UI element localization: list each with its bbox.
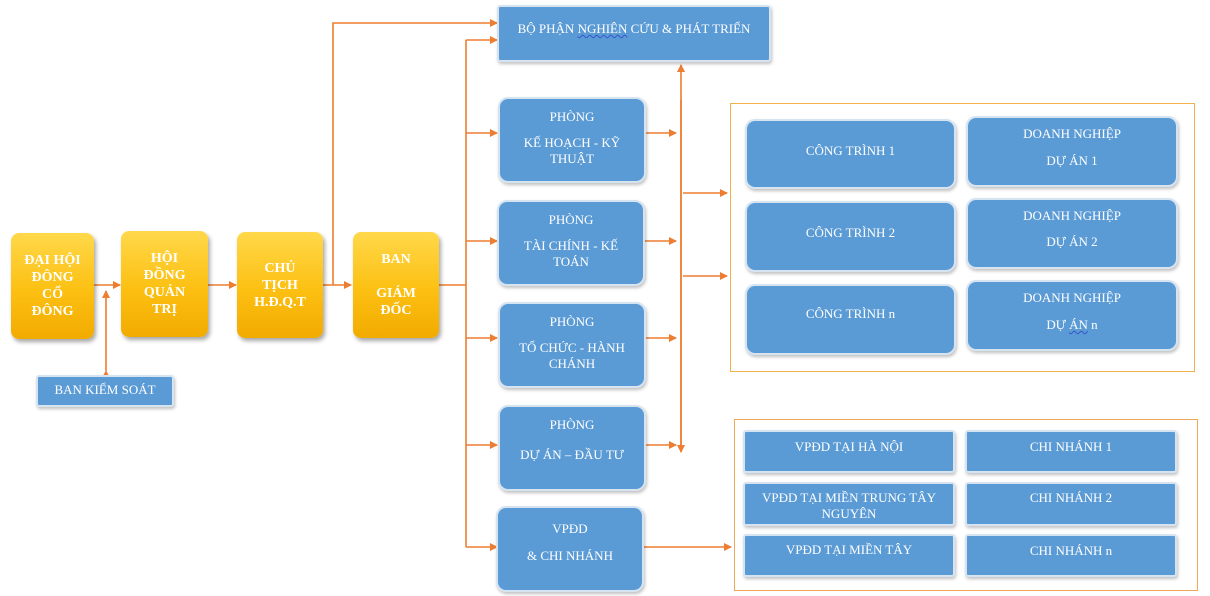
doanh-nghiep-du-an-2: DOANH NGHIỆP DỰ ÁN 2	[966, 198, 1178, 269]
dept-label-line1: PHÒNG	[549, 109, 595, 124]
dept-label-line1: PHÒNG	[549, 417, 595, 432]
dept-label-line2: & CHI NHÁNH	[527, 548, 613, 563]
vpdd-label: VPĐD TẠI HÀ NỘI	[794, 439, 904, 454]
hoi-dong-label: HỘI ĐỒNG QUẢN TRỊ	[143, 251, 186, 317]
doanh-nghiep-label: DOANH NGHIỆP	[1023, 290, 1121, 305]
chi-nhanh-label: CHI NHÁNH n	[1029, 543, 1113, 558]
phong-tai-chinh-ke-toan: PHÒNG TÀI CHÍNH - KẾ TOÁN	[497, 200, 645, 286]
cong-trinh-label: CÔNG TRÌNH n	[805, 306, 896, 321]
du-an-label: DỰ ÁN 2	[1046, 234, 1098, 249]
doanh-nghiep-label: DOANH NGHIỆP	[1023, 208, 1121, 223]
du-an-label: DỰ ÁN n	[1046, 317, 1098, 332]
chu-tich-label: CHỦ TỊCH H.Đ.Q.T	[254, 260, 306, 310]
doanh-nghiep-du-an-1: DOANH NGHIỆP DỰ ÁN 1	[966, 116, 1178, 187]
cong-trinh-label: CÔNG TRÌNH 1	[805, 143, 896, 158]
cong-trinh-label: CÔNG TRÌNH 2	[805, 225, 896, 240]
cong-trinh-n: CÔNG TRÌNH n	[745, 284, 956, 355]
arrow-chutich-rnd	[332, 19, 498, 285]
vpdd-ha-noi: VPĐD TẠI HÀ NỘI	[743, 430, 955, 473]
ban-kiem-soat: BAN KIỂM SOÁT	[36, 375, 174, 407]
ban-giam-doc: BAN GIÁM ĐỐC	[353, 232, 439, 338]
dai-hoi-dong-co-dong: ĐẠI HỘI ĐÔNG CỔ ĐÔNG	[11, 233, 94, 339]
chi-nhanh-2: CHI NHÁNH 2	[965, 482, 1177, 526]
projects-frame	[730, 103, 1195, 372]
dept-label-line2: KẾ HOẠCH - KỸ THUẬT	[523, 135, 621, 166]
ban-giam-doc-label: BAN GIÁM ĐỐC	[376, 252, 416, 318]
rnd-label: BỘ PHẬN NGHIÊN CỨU & PHÁT TRIỂN	[517, 21, 751, 36]
dept-label-line1: VPĐD	[552, 521, 588, 536]
dept-label-line2: DỰ ÁN – ĐẦU TƯ	[520, 447, 624, 462]
vpdd-mien-tay: VPĐD TẠI MIỀN TÂY	[743, 534, 955, 577]
doanh-nghiep-du-an-n: DOANH NGHIỆP DỰ ÁN n	[966, 280, 1178, 351]
vpdd-label: VPĐD TẠI MIỀN TRUNG TÂY NGUYÊN	[761, 490, 937, 521]
dept-label-line2: TỔ CHỨC - HÀNH CHÁNH	[519, 340, 625, 371]
dept-label-line1: PHÒNG	[548, 212, 594, 227]
phong-ke-hoach-ky-thuat: PHÒNG KẾ HOẠCH - KỸ THUẬT	[498, 97, 646, 183]
hoi-dong-quan-tri: HỘI ĐỒNG QUẢN TRỊ	[121, 231, 208, 337]
bo-phan-nghien-cuu: BỘ PHẬN NGHIÊN CỨU & PHÁT TRIỂN	[497, 5, 771, 62]
offices-frame	[734, 419, 1198, 591]
vpdd-label: VPĐD TẠI MIỀN TÂY	[785, 542, 913, 557]
doanh-nghiep-label: DOANH NGHIỆP	[1023, 126, 1121, 141]
dept-label-line1: PHÒNG	[549, 314, 595, 329]
du-an-label: DỰ ÁN 1	[1046, 153, 1098, 168]
phong-to-chuc-hanh-chanh: PHÒNG TỔ CHỨC - HÀNH CHÁNH	[498, 302, 646, 388]
phong-du-an-dau-tu: PHÒNG DỰ ÁN – ĐẦU TƯ	[498, 405, 646, 491]
dept-label-line2: TÀI CHÍNH - KẾ TOÁN	[523, 238, 619, 269]
chi-nhanh-label: CHI NHÁNH 1	[1029, 439, 1113, 454]
chi-nhanh-label: CHI NHÁNH 2	[1029, 490, 1113, 505]
chi-nhanh-n: CHI NHÁNH n	[965, 534, 1177, 577]
ban-kiem-soat-label: BAN KIỂM SOÁT	[54, 382, 156, 397]
cong-trinh-1: CÔNG TRÌNH 1	[745, 119, 956, 189]
vpdd-mien-trung: VPĐD TẠI MIỀN TRUNG TÂY NGUYÊN	[743, 482, 955, 526]
cong-trinh-2: CÔNG TRÌNH 2	[745, 201, 956, 272]
dai-hoi-label: ĐẠI HỘI ĐÔNG CỔ ĐÔNG	[24, 253, 81, 319]
chi-nhanh-1: CHI NHÁNH 1	[965, 430, 1177, 473]
chu-tich-hdqt: CHỦ TỊCH H.Đ.Q.T	[237, 232, 323, 338]
vpdd-chi-nhanh: VPĐD & CHI NHÁNH	[496, 506, 644, 592]
